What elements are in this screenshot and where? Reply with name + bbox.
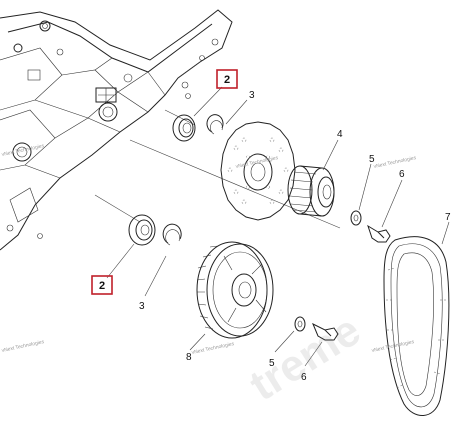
- callout-3-bottom[interactable]: 3: [139, 301, 145, 312]
- upper-circlip: [206, 114, 224, 133]
- leader-7: [441, 221, 450, 245]
- chassis-frame: [0, 9, 233, 251]
- highlight-box-2-top: [216, 69, 238, 89]
- callout-8[interactable]: 8: [186, 352, 192, 363]
- lower-washer: [294, 316, 306, 332]
- vendor-watermark: vNext Technologies: [1, 143, 45, 158]
- lower-circlip: [162, 223, 182, 244]
- leader-6-top: [381, 179, 403, 228]
- callout-4[interactable]: 4: [337, 129, 343, 140]
- vendor-watermark: vNext Technologies: [191, 341, 235, 356]
- driven-sprocket: [196, 241, 274, 339]
- leader-3-top: [225, 99, 248, 125]
- vendor-watermark: vNext Technologies: [371, 339, 415, 354]
- leader-6-bottom: [304, 341, 323, 367]
- shaft-axis-lower: [129, 139, 341, 229]
- upper-bolt: [367, 224, 391, 243]
- upper-washer: [350, 210, 362, 226]
- callout-6-bottom[interactable]: 6: [301, 372, 307, 383]
- callout-2-top[interactable]: 2: [224, 74, 230, 86]
- leader-5-bottom: [274, 330, 295, 353]
- vendor-watermark: vNext Technologies: [373, 155, 417, 170]
- leader-8: [189, 333, 206, 351]
- background-watermark: treme: [241, 305, 369, 410]
- upper-bearing: [172, 114, 196, 142]
- callout-5-bottom[interactable]: 5: [269, 358, 275, 369]
- callout-5-top[interactable]: 5: [369, 154, 375, 165]
- callout-3-top[interactable]: 3: [249, 90, 255, 101]
- leader-5-top: [358, 163, 372, 211]
- drive-sprocket: [287, 165, 335, 217]
- brake-disc: [220, 121, 296, 221]
- leader-2-bottom: [106, 243, 135, 279]
- drive-chain: [383, 236, 450, 416]
- callout-6-top[interactable]: 6: [399, 169, 405, 180]
- highlight-box-2-bottom: [91, 275, 113, 295]
- vendor-watermark: vNext Technologies: [235, 155, 279, 170]
- leader-3-bottom: [144, 255, 167, 297]
- lower-bearing: [128, 214, 156, 246]
- lower-bolt: [312, 322, 339, 341]
- vendor-watermark: vNext Technologies: [1, 339, 45, 354]
- bearing-axis-upper: [164, 109, 196, 126]
- bearing-axis-lower: [94, 194, 141, 223]
- leader-4: [322, 139, 339, 171]
- callout-7[interactable]: 7: [445, 212, 451, 223]
- leader-2-top: [193, 86, 223, 117]
- callout-2-bottom[interactable]: 2: [99, 280, 105, 292]
